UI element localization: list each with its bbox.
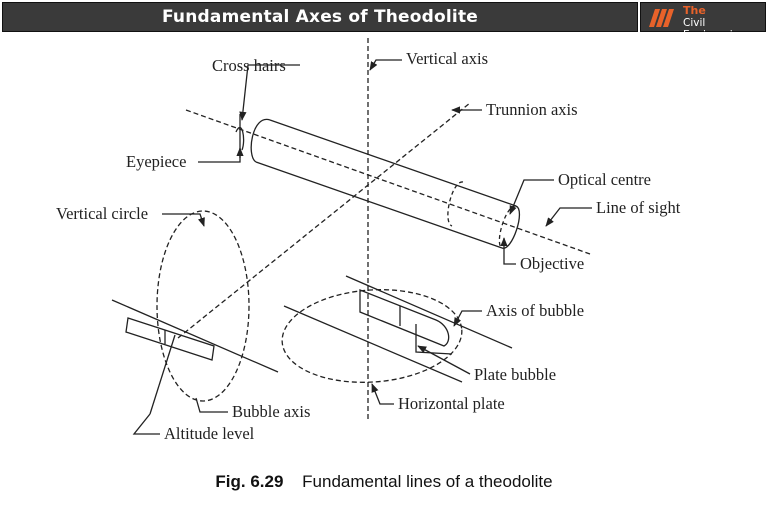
label-eyepiece: Eyepiece [126, 152, 186, 171]
altitude-level-bubble [125, 317, 215, 361]
label-axis-of-bubble: Axis of bubble [486, 301, 584, 320]
label-vertical-axis: Vertical axis [406, 49, 488, 68]
vertical-circle [156, 210, 250, 402]
label-plate-bubble: Plate bubble [474, 365, 556, 384]
brand-logo: The Civil Engineering [640, 2, 766, 41]
diagram-labels: Cross hairs Vertical axis Trunnion axis … [56, 49, 681, 443]
theodolite-diagram: Cross hairs Vertical axis Trunnion axis … [56, 38, 681, 443]
figure-caption: Fig. 6.29 Fundamental lines of a theodol… [0, 472, 768, 492]
horizontal-plate [281, 289, 463, 383]
title-bar: Fundamental Axes of Theodolite [2, 2, 638, 32]
label-bubble-axis: Bubble axis [232, 402, 310, 421]
page-title: Fundamental Axes of Theodolite [161, 7, 479, 27]
plate-bubble [359, 289, 450, 347]
label-altitude-level: Altitude level [164, 424, 255, 443]
trunnion-axis-line [177, 102, 471, 339]
telescope-tube [269, 119, 517, 207]
label-vertical-circle: Vertical circle [56, 204, 148, 223]
label-trunnion-axis: Trunnion axis [486, 100, 578, 119]
label-optical-centre: Optical centre [558, 170, 651, 189]
label-line-of-sight: Line of sight [596, 198, 681, 217]
header: Fundamental Axes of Theodolite The Civil… [0, 0, 768, 41]
figure-caption-text: Fundamental lines of a theodolite [302, 472, 553, 491]
logo-text-name: Civil Engineering [683, 17, 746, 41]
slash-stripes-icon [649, 9, 674, 27]
label-cross-hairs: Cross hairs [212, 56, 286, 75]
line-of-sight-line [185, 109, 591, 255]
label-objective: Objective [520, 254, 584, 273]
figure-number: Fig. 6.29 [215, 472, 284, 491]
label-horizontal-plate: Horizontal plate [398, 394, 505, 413]
logo-text-the: The [683, 4, 706, 17]
